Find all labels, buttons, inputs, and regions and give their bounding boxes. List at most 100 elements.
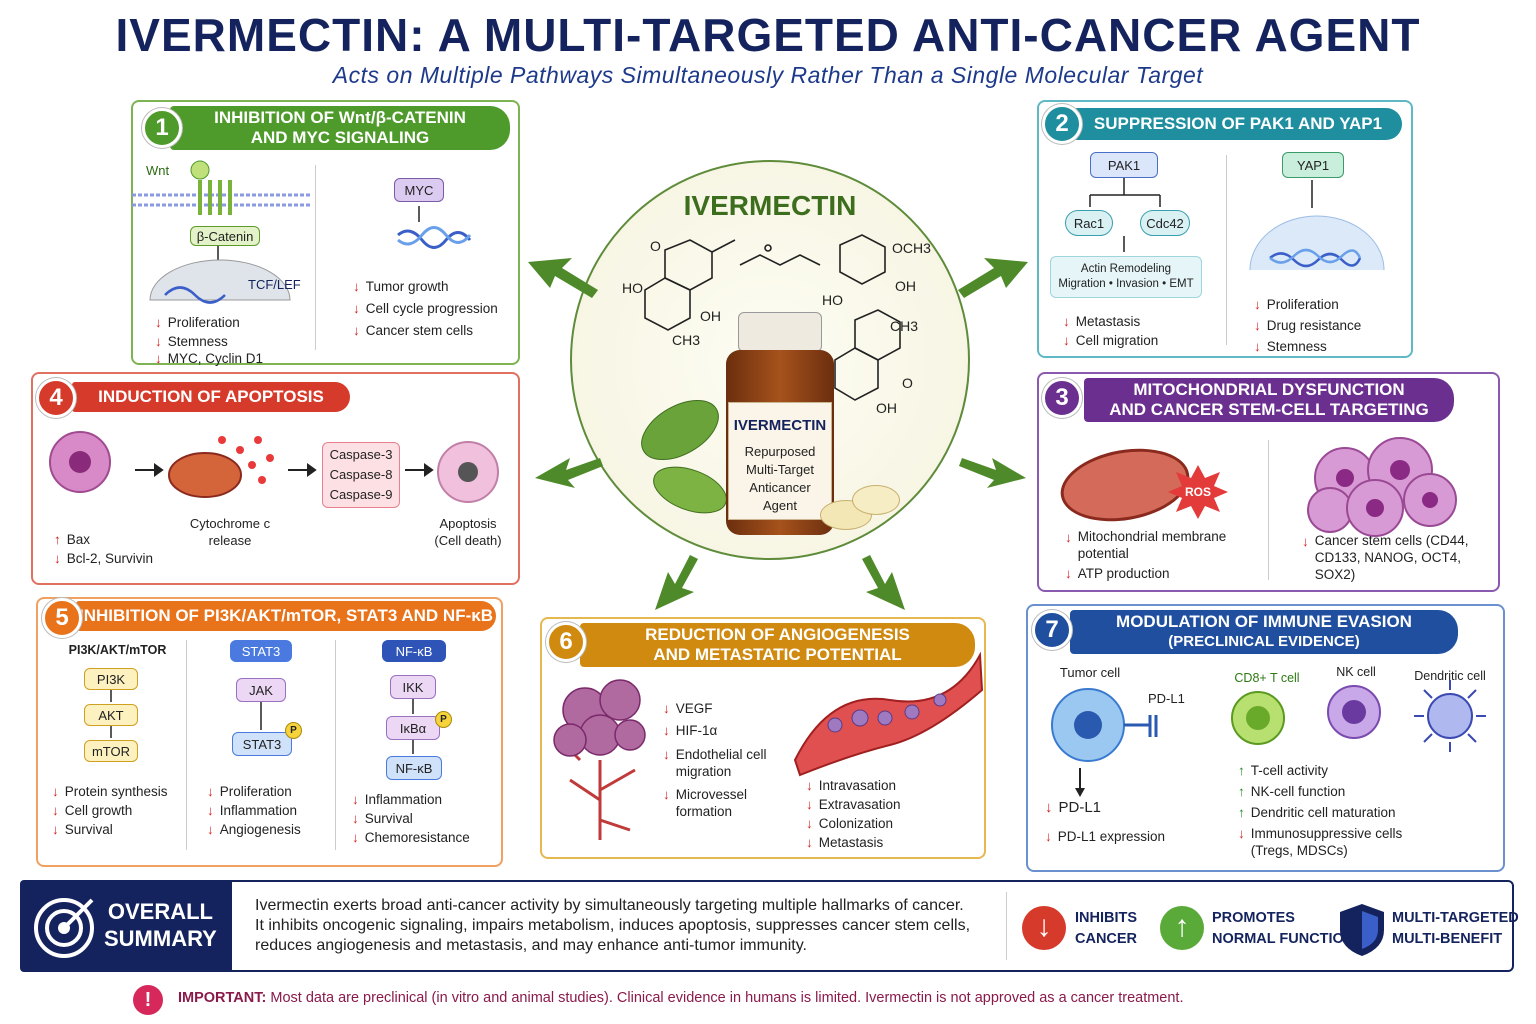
inhibits-icon: ↓ (1022, 906, 1066, 950)
stat3-head: STAT3 (230, 640, 292, 662)
list-item: ↓Colonization (806, 816, 894, 831)
chem-label: OCH3 (892, 240, 931, 256)
list-item: ↑Dendritic cell maturation (1238, 805, 1396, 820)
list-item: ↓Cancer stem cells (CD44, CD133, NANOG, … (1302, 533, 1469, 582)
list-item: ↓VEGF (663, 701, 713, 716)
tumor-immune-list: ↓PD-L1 ↓PD-L1 expression (1045, 798, 1165, 846)
list-item: ↓HIF-1α (663, 723, 718, 738)
page-title: IVERMECTIN: A MULTI-TARGETED ANTI-CANCER… (115, 9, 1421, 61)
stat3-list: ↓Proliferation ↓Inflammation ↓Angiogenes… (207, 782, 301, 839)
divider (315, 165, 316, 350)
pill-icon (852, 485, 900, 515)
wnt-right-list: ↓Tumor growth ↓Cell cycle progression ↓C… (353, 276, 498, 342)
myc-node: MYC (394, 178, 444, 202)
wnt-left-list: ↓Proliferation ↓Stemness ↓MYC, Cyclin D1 (155, 313, 263, 368)
phospho-badge: P (435, 711, 452, 728)
panel-number-6: 6 (546, 622, 586, 662)
list-item: ↓Stemness (1254, 339, 1327, 354)
chem-label: OH (700, 308, 721, 324)
list-item: ↓Cancer stem cells (353, 323, 474, 338)
jak-node: JAK (236, 678, 286, 702)
phospho-badge: P (285, 722, 302, 739)
stem-cell-list: ↓Cancer stem cells (CD44, CD133, NANOG, … (1302, 532, 1487, 583)
warning-icon: ! (133, 985, 163, 1015)
important-label: IMPORTANT: (178, 990, 267, 1006)
list-item: ↓Cell migration (1063, 333, 1159, 348)
panel-number-5: 5 (42, 598, 82, 638)
list-item: ↓ATP production (1065, 566, 1170, 581)
yap1-node: YAP1 (1282, 152, 1344, 178)
list-item: ↓Metastasis (1063, 314, 1141, 329)
pi3k-list: ↓Protein synthesis ↓Cell growth ↓Surviva… (52, 782, 168, 839)
list-item: ↓Microvessel formation (663, 787, 748, 819)
chem-label: OH (876, 400, 897, 416)
list-item: ↓Proliferation (155, 315, 240, 330)
bottle-label-title: IVERMECTIN (733, 417, 827, 434)
pak1-list: ↓Metastasis ↓Cell migration (1063, 312, 1158, 350)
list-item: ↓MYC, Cyclin D1 (155, 351, 264, 366)
apoptosis-label: Apoptosis (Cell death) (434, 516, 502, 548)
list-item: ↓Proliferation (1254, 297, 1339, 312)
important-note: IMPORTANT: Most data are preclinical (in… (178, 990, 1184, 1006)
cdc42-node: Cdc42 (1140, 210, 1190, 236)
beta-catenin-node: β-Catenin (190, 226, 260, 246)
ros-label: ROS (1184, 485, 1211, 499)
page-subtitle: Acts on Multiple Pathways Simultaneously… (332, 62, 1204, 88)
list-item: ↓Endothelial cell migration (663, 747, 767, 779)
cytochrome-label: Cytochrome c release (189, 516, 271, 548)
mtor-node: mTOR (84, 740, 138, 762)
list-item: ↓Drug resistance (1254, 318, 1362, 333)
divider (186, 640, 187, 850)
list-item: ↓Inflammation (352, 792, 443, 807)
list-item: ↑T-cell activity (1238, 763, 1329, 778)
list-item: ↑Bax (54, 532, 91, 547)
divider (1226, 155, 1227, 345)
nk-label: NK cell (1336, 665, 1376, 679)
chem-label: HO (622, 280, 643, 296)
yap1-list: ↓Proliferation ↓Drug resistance ↓Stemnes… (1254, 294, 1361, 357)
nfkb-head: NF-κB (382, 640, 446, 662)
chem-label: OH (895, 278, 916, 294)
center-title: IVERMECTIN (683, 190, 857, 221)
pak1-node: PAK1 (1090, 152, 1158, 178)
chem-label: O (650, 238, 661, 254)
summary-text: Ivermectin exerts broad anti-cancer acti… (255, 897, 971, 954)
panel-pi3k-banner: INHIBITION OF PI3K/AKT/mTOR, STAT3 AND N… (76, 601, 496, 631)
stat3-node: STAT3 (232, 732, 292, 756)
list-item: ↓Proliferation (207, 784, 292, 799)
list-item: ↓PD-L1 expression (1045, 829, 1166, 844)
list-item: ↓PD-L1 (1045, 799, 1102, 816)
important-text: Most data are preclinical (in vitro and … (270, 990, 1184, 1006)
list-item: ↓Protein synthesis (52, 784, 168, 799)
apoptosis-list: ↑Bax ↓Bcl-2, Survivin (54, 530, 153, 568)
list-item: ↓Metastasis (806, 835, 884, 850)
mito-list: ↓Mitochondrial membrane potential ↓ATP p… (1065, 528, 1235, 583)
tcf-lef-label: TCF/LEF (248, 277, 301, 292)
chem-label: O (902, 375, 913, 391)
nfkb-node: NF-κB (386, 756, 442, 780)
divider (1268, 440, 1269, 580)
immune-effects-list: ↑T-cell activity ↑NK-cell function ↑Dend… (1238, 760, 1438, 859)
panel-apoptosis-banner: INDUCTION OF APOPTOSIS (72, 382, 350, 412)
angio-list: ↓VEGF ↓HIF-1α ↓Endothelial cell migratio… (663, 698, 783, 820)
cd8-label: CD8+ T cell (1234, 671, 1300, 685)
akt-node: AKT (84, 704, 138, 726)
